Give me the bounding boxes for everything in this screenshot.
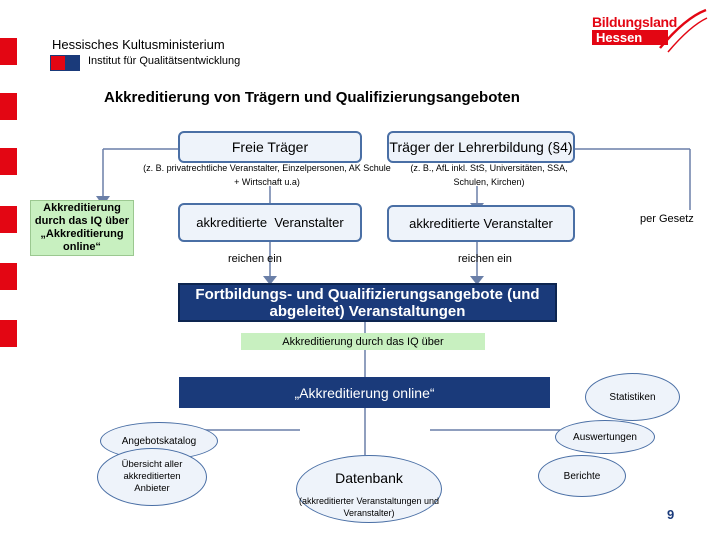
ministry-name: Hessisches Kultusministerium	[52, 37, 225, 52]
statistics-label: Statistiken	[609, 391, 656, 403]
accredited-left-label: akkreditierte Veranstalter	[196, 215, 344, 230]
overview-label: Übersicht aller akkreditierten Anbieter	[121, 459, 183, 494]
logo-sub-text: Hessen	[592, 30, 669, 45]
red-marker	[0, 38, 17, 65]
iq-logo-icon	[50, 55, 80, 71]
accredited-left-node: akkreditierte Veranstalter	[178, 203, 362, 242]
teacher-provider-node: Träger der Lehrerbildung (§4)	[387, 131, 575, 163]
submit-right-label: reichen ein	[458, 253, 512, 265]
evaluations-node: Auswertungen	[555, 420, 655, 454]
institute-name: Institut für Qualitätsentwicklung	[88, 55, 241, 67]
side-note-box: Akkreditierung durch das IQ über „Akkred…	[30, 200, 134, 256]
red-marker	[0, 148, 17, 175]
teacher-provider-examples: (z. B., AfL inkl. StS, Universitäten, SS…	[410, 163, 568, 187]
accreditation-label-box: Akkreditierung durch das IQ über	[241, 333, 485, 350]
free-provider-node: Freie Träger	[178, 131, 362, 163]
online-label: „Akkreditierung online“	[294, 384, 435, 401]
page-number: 9	[667, 507, 675, 522]
database-label: Datenbank	[335, 470, 403, 486]
bildungsland-logo: Bildungsland Hessen	[590, 8, 708, 60]
logo-swoosh-icon	[659, 8, 708, 53]
side-note-text: Akkreditierung durch das IQ über „Akkred…	[34, 202, 130, 253]
teacher-provider-label: Träger der Lehrerbildung (§4)	[389, 139, 573, 155]
logo-main-text: Bildungsland	[592, 14, 678, 30]
catalog-label: Angebotskatalog	[121, 435, 197, 447]
per-law-label: per Gesetz	[640, 213, 694, 225]
reports-label: Berichte	[563, 470, 601, 482]
reports-node: Berichte	[538, 455, 626, 497]
page-title: Akkreditierung von Trägern und Qualifizi…	[104, 89, 520, 106]
free-provider-label: Freie Träger	[231, 139, 309, 155]
overview-node: Übersicht aller akkreditierten Anbieter	[97, 448, 207, 506]
submit-left-label: reichen ein	[228, 253, 282, 265]
free-provider-examples: (z. B. privatrechtliche Veranstalter, Ei…	[143, 163, 391, 187]
offers-label: Fortbildungs- und Qualifizierungsangebot…	[195, 285, 540, 320]
red-marker	[0, 93, 17, 120]
database-sub-label: (akkreditierter Veranstaltungen und Vera…	[298, 496, 440, 518]
online-bar: „Akkreditierung online“	[179, 377, 550, 408]
accreditation-label: Akkreditierung durch das IQ über	[282, 335, 444, 348]
offers-node: Fortbildungs- und Qualifizierungsangebot…	[178, 283, 557, 322]
statistics-node: Statistiken	[585, 373, 680, 421]
evaluations-label: Auswertungen	[573, 431, 637, 443]
accredited-right-node: akkreditierte Veranstalter	[387, 205, 575, 242]
database-node	[296, 455, 442, 523]
red-marker	[0, 320, 17, 347]
accredited-right-label: akkreditierte Veranstalter	[409, 216, 553, 231]
red-marker	[0, 263, 17, 290]
red-marker	[0, 206, 17, 233]
